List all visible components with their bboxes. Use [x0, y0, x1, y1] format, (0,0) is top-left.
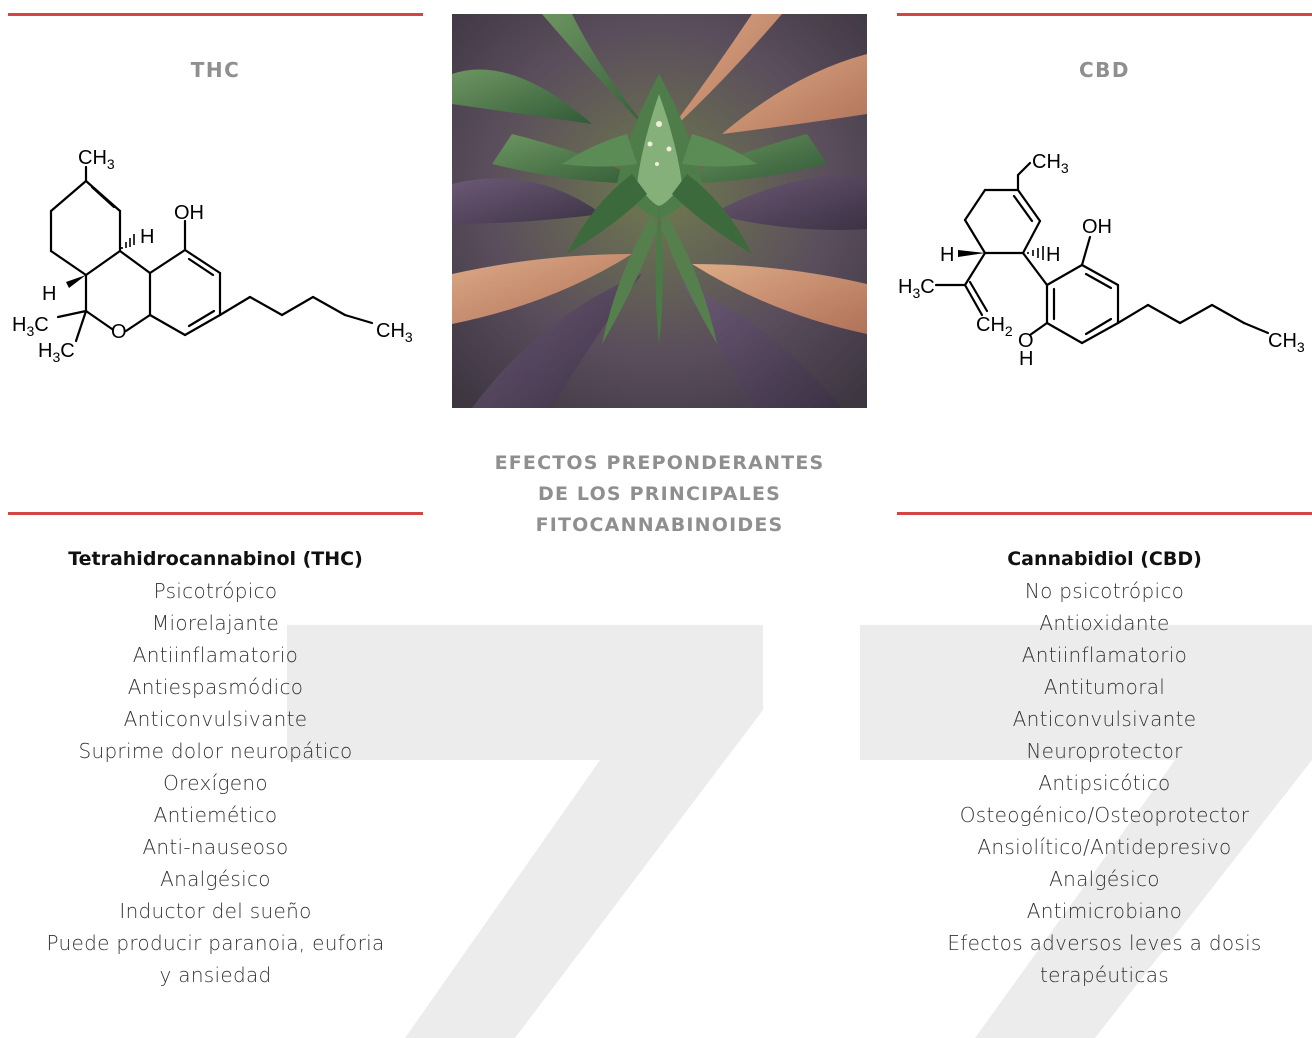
cbd-effect-item: Antiinflamatorio: [1021, 643, 1188, 667]
thc-effect-item: Puede producir paranoia, euforia: [46, 931, 385, 955]
cbd-effect-item: Ansiolítico/Antidepresivo: [977, 835, 1232, 859]
thc-effect-item: Miorelajante: [151, 611, 280, 635]
thc-effect-item: Anti-nauseoso: [142, 835, 289, 859]
thc-effect-item: y ansiedad: [159, 963, 272, 987]
cbd-effect-item: Antimicrobiano: [1026, 899, 1183, 923]
cbd-top-rule: [897, 13, 1312, 16]
cbd-effect-item: terapéuticas: [1040, 963, 1169, 987]
thc-effect-item: Suprime dolor neuropático: [78, 739, 353, 763]
thc-structure: CH3 OH H H H3C H3C O CH3: [12, 147, 413, 365]
thc-bottom-rule: [8, 512, 423, 515]
thc-effects-heading: Tetrahidrocannabinol (THC): [68, 548, 363, 570]
cbd-label-ch3-tail: CH3: [1268, 330, 1305, 355]
cbd-label-o-bottom: O: [1018, 330, 1034, 352]
cbd-label-oh: OH: [1082, 216, 1112, 238]
thc-label-h-left: H: [42, 283, 56, 305]
thc-label-oh: OH: [174, 202, 204, 224]
thc-effect-item: Analgésico: [160, 867, 271, 891]
cbd-label-h3c: H3C: [898, 276, 935, 301]
thc-effect-item: Anticonvulsivante: [123, 707, 308, 731]
thc-top-rule: [8, 13, 423, 16]
cbd-label-ch3-top: CH3: [1032, 151, 1069, 176]
cbd-effects-list: Cannabidiol (CBD) No psicotrópico Antiox…: [897, 543, 1312, 991]
cbd-bottom-rule: [897, 512, 1312, 515]
center-title-line: DE LOS PRINCIPALES: [537, 483, 782, 505]
cbd-label-h-right: H: [1046, 244, 1060, 266]
cbd-effects-heading: Cannabidiol (CBD): [1007, 548, 1202, 570]
thc-effect-item: Psicotrópico: [153, 579, 278, 603]
cbd-title: CBD: [1078, 58, 1131, 82]
cbd-effect-item: Osteogénico/Osteoprotector: [959, 803, 1250, 827]
thc-effects-list: Tetrahidrocannabinol (THC) Psicotrópico …: [8, 543, 423, 991]
center-title-line: EFECTOS PREPONDERANTES: [494, 452, 825, 474]
cannabis-plant-photo: [452, 14, 867, 408]
cbd-effect-item: Anticonvulsivante: [1012, 707, 1197, 731]
thc-title: THC: [190, 58, 241, 82]
thc-label-h3c-a: H3C: [12, 314, 49, 339]
thc-label-o: O: [111, 321, 127, 343]
cbd-effect-item: Antioxidante: [1039, 611, 1170, 635]
thc-label-h-right: H: [140, 226, 154, 248]
thc-effect-item: Antiespasmódico: [127, 675, 304, 699]
cbd-effect-item: Efectos adversos leves a dosis: [947, 931, 1262, 955]
cbd-structure: CH3 OH H H H3C CH2 O H CH3: [898, 151, 1305, 370]
center-title-line: FITOCANNABINOIDES: [535, 514, 784, 536]
center-title: EFECTOS PREPONDERANTES DE LOS PRINCIPALE…: [452, 448, 867, 541]
cbd-effect-item: Neuroprotector: [1026, 739, 1183, 763]
thc-label-h3c-b: H3C: [38, 340, 75, 365]
thc-effect-item: Antiinflamatorio: [132, 643, 299, 667]
cbd-effect-item: No psicotrópico: [1024, 579, 1185, 603]
cbd-effect-item: Analgésico: [1049, 867, 1160, 891]
thc-effect-item: Orexígeno: [163, 771, 268, 795]
cbd-effect-item: Antitumoral: [1043, 675, 1166, 699]
thc-effect-item: Inductor del sueño: [119, 899, 312, 923]
cbd-label-h-bottom: H: [1019, 348, 1033, 370]
thc-label-ch3-tail: CH3: [376, 320, 413, 345]
thc-effect-item: Antiemético: [153, 803, 278, 827]
cbd-label-h-left: H: [940, 244, 954, 266]
thc-label-ch3-top: CH3: [78, 147, 115, 172]
cbd-effect-item: Antipsicótico: [1038, 771, 1171, 795]
cbd-label-ch2: CH2: [976, 314, 1013, 339]
